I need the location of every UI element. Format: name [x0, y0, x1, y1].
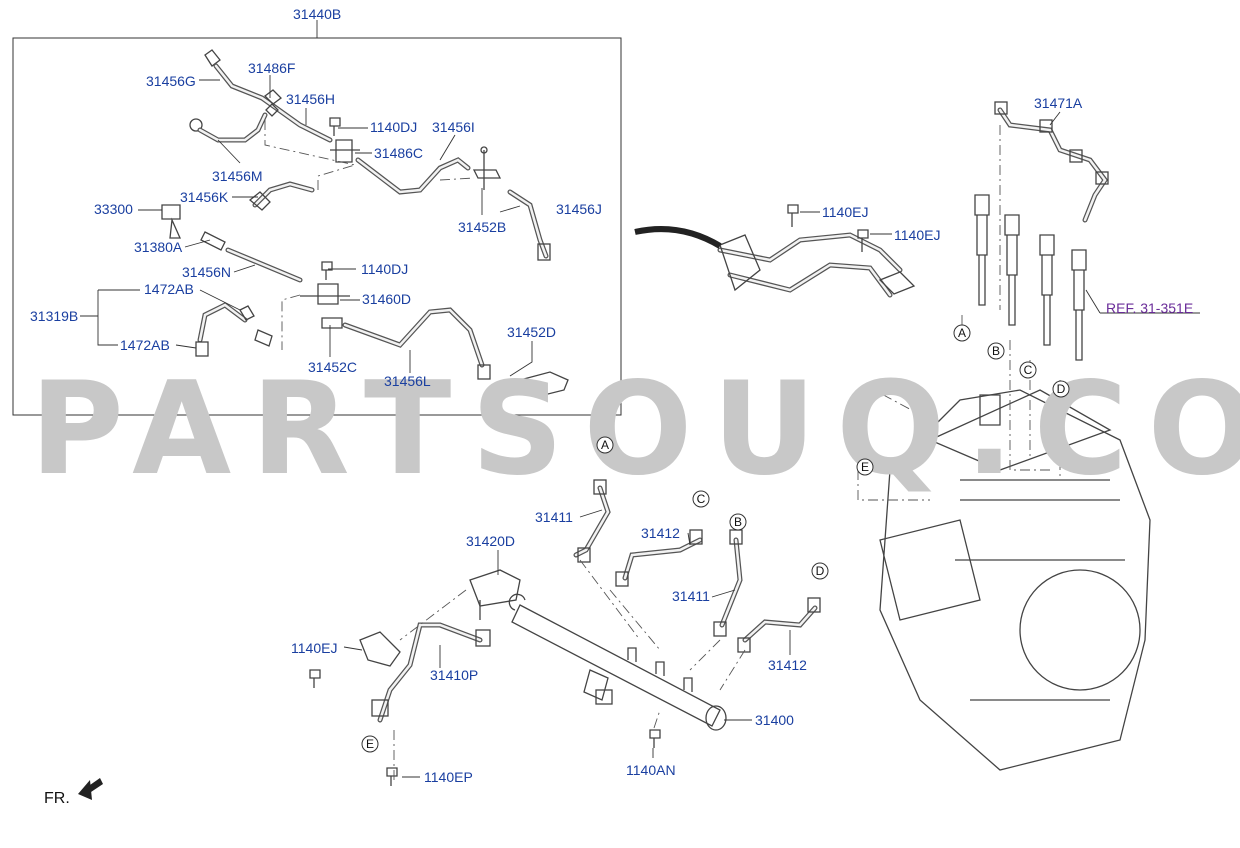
- callout-1140EJ-lower: 1140EJ: [291, 640, 337, 656]
- front-arrow-icon: [78, 778, 103, 800]
- callout-31452D: 31452D: [507, 324, 556, 340]
- callout-1140AN: 1140AN: [626, 762, 676, 778]
- inset-dash-lines: [264, 120, 475, 350]
- inset-leader-lines: [80, 20, 533, 377]
- callout-31452B: 31452B: [458, 219, 506, 235]
- callout-31456L: 31456L: [384, 373, 431, 389]
- callout-31460D: 31460D: [362, 291, 411, 307]
- callout-31452C: 31452C: [308, 359, 357, 375]
- callout-31440B: 31440B: [293, 6, 341, 22]
- callout-31400: 31400: [755, 712, 794, 728]
- callout-31420D: 31420D: [466, 533, 515, 549]
- callout-1472AB-upper: 1472AB: [144, 281, 194, 297]
- callout-31380A: 31380A: [134, 239, 183, 255]
- right-dash-lines: [393, 125, 1061, 780]
- callout-labels: 31440B 31486F 31456G 31456H 1140DJ 31456…: [30, 6, 1193, 807]
- callout-31456N: 31456N: [182, 264, 231, 280]
- watermark: PARTSOUQ.COM: [30, 355, 1240, 504]
- marker-b-lower: B: [734, 515, 742, 529]
- callout-31456G: 31456G: [146, 73, 196, 89]
- callout-1140EP: 1140EP: [424, 769, 473, 785]
- front-orientation-label: FR.: [44, 790, 70, 807]
- marker-e-lower: E: [366, 737, 374, 751]
- inset-parts: [161, 49, 569, 397]
- marker-c-lower: C: [697, 492, 706, 506]
- engine-block: [879, 389, 1151, 771]
- callout-1140DJ-upper: 1140DJ: [370, 119, 417, 135]
- callout-31471A: 31471A: [1034, 95, 1083, 111]
- marker-c-upper: C: [1024, 363, 1033, 377]
- callout-1140EJ-upper: 1140EJ: [822, 204, 868, 220]
- callout-31411-right: 31411: [672, 588, 710, 604]
- circle-markers: A B C D E A B C D E: [361, 324, 1070, 753]
- fuel-lines-assembly-top: [634, 226, 916, 298]
- marker-e-upper: E: [861, 460, 869, 474]
- callout-31486F: 31486F: [248, 60, 295, 76]
- marker-a-lower: A: [601, 438, 609, 452]
- marker-a-upper: A: [958, 326, 966, 340]
- bolts: [309, 117, 869, 786]
- reference-label[interactable]: REF. 31-351E: [1106, 300, 1193, 316]
- callout-31456I: 31456I: [432, 119, 475, 135]
- callout-31412-left: 31412: [641, 525, 680, 541]
- callout-31412-right: 31412: [768, 657, 807, 673]
- callout-31456H: 31456H: [286, 91, 335, 107]
- right-leader-lines: [343, 111, 1200, 778]
- fuel-feed-31410P: [359, 569, 521, 723]
- callout-1472AB-lower: 1472AB: [120, 337, 170, 353]
- callout-1140DJ-lower: 1140DJ: [361, 261, 408, 277]
- callout-31486C: 31486C: [374, 145, 423, 161]
- return-hose-31471A: [994, 101, 1109, 223]
- injectors: [974, 194, 1087, 361]
- callout-1140EJ-middle: 1140EJ: [894, 227, 940, 243]
- callout-31456M: 31456M: [212, 168, 263, 184]
- callout-31319B: 31319B: [30, 308, 78, 324]
- callout-31410P: 31410P: [430, 667, 478, 683]
- callout-31411-left: 31411: [535, 509, 573, 525]
- marker-d-lower: D: [816, 564, 825, 578]
- marker-b-upper: B: [992, 344, 1000, 358]
- marker-d-upper: D: [1057, 382, 1066, 396]
- callout-31456J: 31456J: [556, 201, 602, 217]
- fuel-rail-31400: [508, 593, 727, 731]
- callout-33300: 33300: [94, 201, 133, 217]
- callout-31456K: 31456K: [180, 189, 229, 205]
